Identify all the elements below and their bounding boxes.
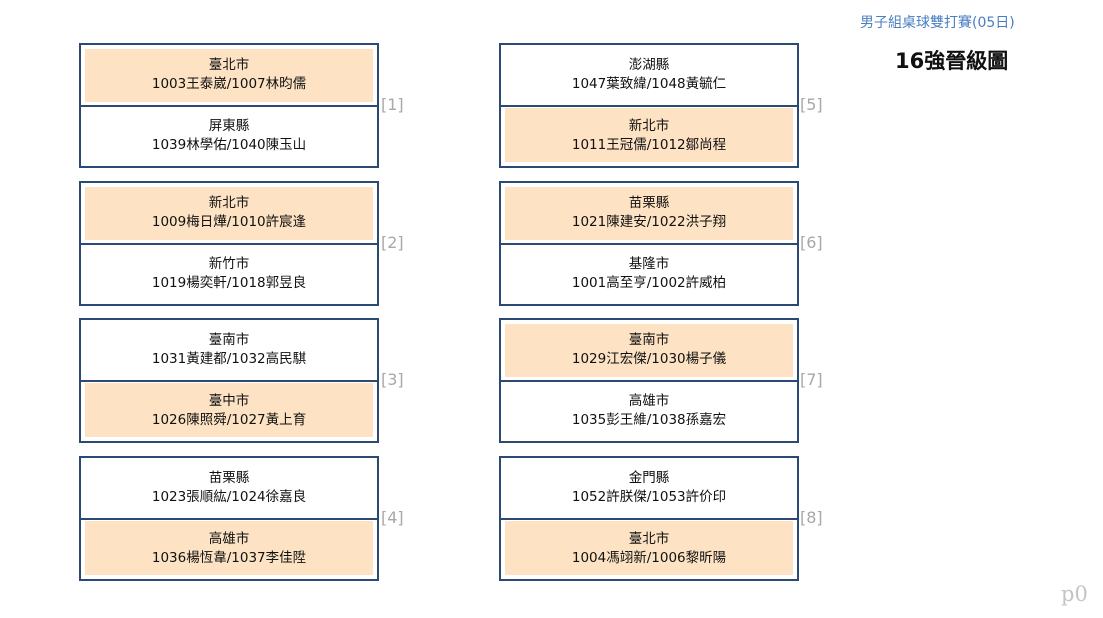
team-players: 1036楊恆韋/1037李佳陞 [151,550,307,566]
match-box: 苗栗縣 1021陳建安/1022洪子翔基隆市 1001高至亨/1002許威柏 [499,181,799,306]
team-city: 高雄市 [628,393,670,409]
team-bottom: 基隆市 1001高至亨/1002許威柏 [501,244,797,304]
match-number: [4] [381,508,404,527]
team-players: 1035彭王維/1038孫嘉宏 [571,412,727,428]
team-city: 新北市 [628,118,670,134]
winner-highlight [85,49,373,102]
team-bottom: 高雄市 1035彭王維/1038孫嘉宏 [501,381,797,441]
team-players: 1009梅日燁/1010許宸逢 [151,214,307,230]
team-top: 新北市 1009梅日燁/1010許宸逢 [81,183,377,245]
team-players: 1021陳建安/1022洪子翔 [571,214,727,230]
team-city: 金門縣 [628,470,670,486]
team-top: 臺北市 1003王泰崴/1007林昀儒 [81,45,377,107]
team-players: 1019楊奕軒/1018郭昱良 [151,275,307,291]
match-box: 苗栗縣 1023張順紘/1024徐嘉良高雄市 1036楊恆韋/1037李佳陞 [79,456,379,581]
team-top: 苗栗縣 1021陳建安/1022洪子翔 [501,183,797,245]
team-bottom: 臺中市 1026陳照舜/1027黃上育 [81,381,377,441]
page-title: 16強晉級圖 [895,49,1009,73]
team-city: 苗栗縣 [208,470,250,486]
match-box: 臺南市 1029江宏傑/1030楊子儀高雄市 1035彭王維/1038孫嘉宏 [499,318,799,443]
match-number: [3] [381,370,404,389]
team-bottom: 高雄市 1036楊恆韋/1037李佳陞 [81,519,377,579]
team-players: 1003王泰崴/1007林昀儒 [151,76,307,92]
team-city: 臺北市 [628,531,670,547]
match-number: [1] [381,95,404,114]
team-city: 新北市 [208,195,250,211]
team-top: 臺南市 1031黃建都/1032高民騏 [81,320,377,382]
team-players: 1001高至亨/1002許威柏 [571,275,727,291]
team-city: 屏東縣 [208,118,250,134]
winner-highlight [85,521,373,575]
winner-highlight [85,187,373,240]
match-number: [8] [800,508,823,527]
team-city: 臺南市 [628,332,670,348]
team-top: 澎湖縣 1047葉致緯/1048黃毓仁 [501,45,797,107]
team-city: 高雄市 [208,531,250,547]
team-players: 1039林學佑/1040陳玉山 [151,137,307,153]
team-city: 臺南市 [208,332,250,348]
team-top: 苗栗縣 1023張順紘/1024徐嘉良 [81,458,377,520]
team-city: 臺中市 [208,393,250,409]
team-city: 臺北市 [208,57,250,73]
match-number: [7] [800,370,823,389]
team-players: 1023張順紘/1024徐嘉良 [151,489,307,505]
team-top: 金門縣 1052許朕傑/1053許价印 [501,458,797,520]
team-players: 1026陳照舜/1027黃上育 [151,412,307,428]
winner-highlight [505,108,793,162]
team-top: 臺南市 1029江宏傑/1030楊子儀 [501,320,797,382]
winner-highlight [505,324,793,377]
team-bottom: 新北市 1011王冠儒/1012鄒尚程 [501,106,797,166]
match-number: [5] [800,95,823,114]
team-city: 澎湖縣 [628,57,670,73]
team-city: 新竹市 [208,256,250,272]
team-players: 1052許朕傑/1053許价印 [571,489,727,505]
team-players: 1031黃建都/1032高民騏 [151,351,307,367]
winner-highlight [505,187,793,240]
winner-highlight [85,383,373,437]
winner-highlight [505,521,793,575]
team-bottom: 新竹市 1019楊奕軒/1018郭昱良 [81,244,377,304]
team-players: 1004馮翊新/1006黎昕陽 [571,550,727,566]
team-city: 基隆市 [628,256,670,272]
match-box: 臺南市 1031黃建都/1032高民騏臺中市 1026陳照舜/1027黃上育 [79,318,379,443]
match-box: 金門縣 1052許朕傑/1053許价印臺北市 1004馮翊新/1006黎昕陽 [499,456,799,581]
match-box: 新北市 1009梅日燁/1010許宸逢新竹市 1019楊奕軒/1018郭昱良 [79,181,379,306]
subtitle: 男子組桌球雙打賽(05日) [860,15,1015,31]
match-number: [6] [800,233,823,252]
match-box: 澎湖縣 1047葉致緯/1048黃毓仁新北市 1011王冠儒/1012鄒尚程 [499,43,799,168]
page-label: p0 [1061,582,1088,606]
match-number: [2] [381,233,404,252]
team-bottom: 屏東縣 1039林學佑/1040陳玉山 [81,106,377,166]
team-players: 1029江宏傑/1030楊子儀 [571,351,727,367]
team-players: 1011王冠儒/1012鄒尚程 [571,137,727,153]
team-city: 苗栗縣 [628,195,670,211]
team-bottom: 臺北市 1004馮翊新/1006黎昕陽 [501,519,797,579]
team-players: 1047葉致緯/1048黃毓仁 [571,76,727,92]
match-box: 臺北市 1003王泰崴/1007林昀儒屏東縣 1039林學佑/1040陳玉山 [79,43,379,168]
